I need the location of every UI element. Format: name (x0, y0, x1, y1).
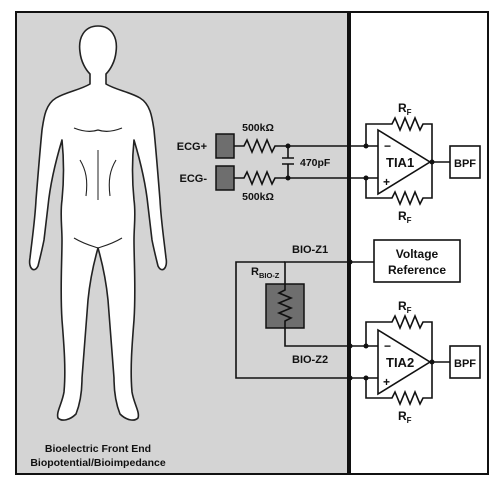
resistor-bottom-label: 500kΩ (242, 191, 274, 203)
ecg-minus-label: ECG- (180, 173, 208, 185)
bpf1-label: BPF (454, 158, 476, 170)
tia1-label: TIA1 (386, 155, 414, 170)
resistor-top-label: 500kΩ (242, 122, 274, 134)
voltage-reference-box (373, 239, 461, 283)
bpf2-label: BPF (454, 358, 476, 370)
tia1-plus-sign: + (383, 175, 390, 189)
voltage-reference-line2: Reference (388, 263, 446, 277)
bio-z2-label: BIO-Z2 (292, 354, 328, 366)
bpf1-box (449, 145, 481, 179)
bpf2-box (449, 345, 481, 379)
ecg-plus-electrode (215, 133, 235, 159)
capacitor-symbol (282, 146, 294, 178)
r-bioz-resistor (276, 276, 294, 334)
bio-z-outer-wire (235, 261, 356, 379)
tia2-label: TIA2 (386, 355, 414, 370)
tia1-rf-top (365, 115, 433, 162)
panel-caption-line2: Biopotential/Bioimpedance (30, 457, 166, 469)
tia2-rf-bottom-label: RF (398, 409, 412, 425)
panel-caption-line1: Bioelectric Front End (45, 443, 151, 455)
bio-z1-label: BIO-Z1 (292, 244, 328, 256)
tia1-minus-sign: − (384, 139, 391, 153)
tia2-amplifier (377, 328, 432, 396)
tia1-rf-bottom-label: RF (398, 209, 412, 225)
tia1-amplifier (377, 128, 432, 196)
bio-z2-line (284, 334, 356, 347)
ecg-minus-electrode (215, 165, 235, 191)
r-bioz-label: RBIO-Z (251, 266, 280, 280)
human-body-figure (28, 25, 168, 421)
ecg-top-resistor (234, 137, 356, 155)
tia2-plus-sign: + (383, 375, 390, 389)
tia2-minus-sign: − (384, 339, 391, 353)
ecg-bottom-resistor (234, 169, 356, 187)
ecg-plus-label: ECG+ (177, 141, 207, 153)
tia2-rf-top-label: RF (398, 299, 412, 315)
tia2-rf-bottom (365, 362, 433, 407)
tia1-rf-top-label: RF (398, 101, 412, 117)
tia1-rf-bottom (365, 162, 433, 207)
tia2-rf-top (365, 313, 433, 362)
capacitor-label: 470pF (300, 157, 331, 169)
voltage-reference-line1: Voltage (396, 247, 439, 261)
